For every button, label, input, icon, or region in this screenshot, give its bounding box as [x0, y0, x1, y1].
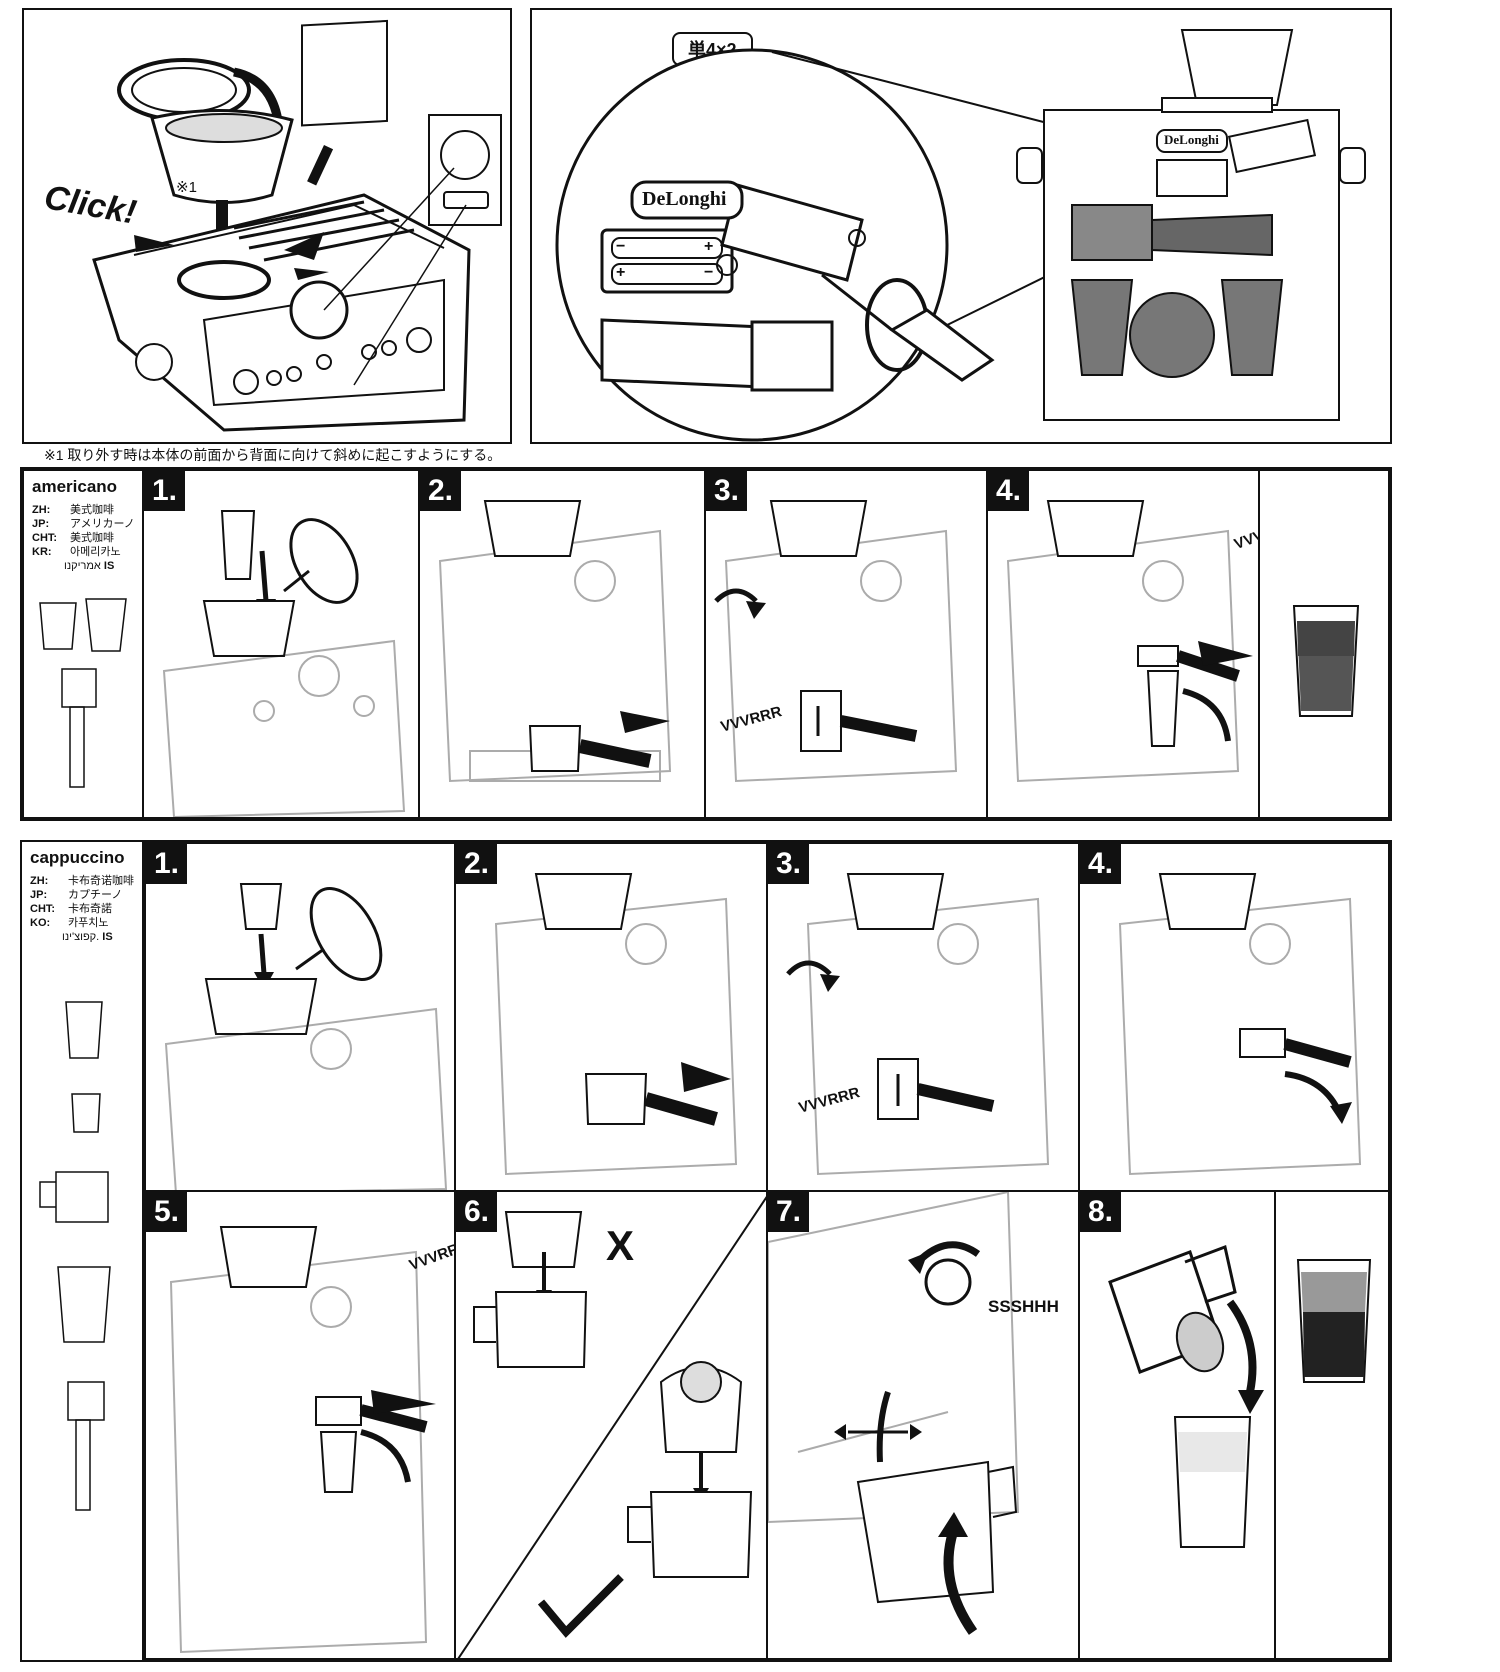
cappuccino-step-4: 4. — [1078, 842, 1390, 1192]
americano-step-3: 3. VVVRRR — [706, 471, 988, 817]
lang-text: אמריקנו — [64, 560, 101, 572]
step-number: 3. — [706, 471, 748, 511]
install-grinder-panel: Click! ※1 — [22, 8, 512, 444]
lang-text: アメリカーノ — [70, 518, 135, 530]
cappuccino-step-6: 6. X — [454, 1190, 768, 1660]
lang-code: ZH: — [32, 504, 51, 516]
lang-code: CHT: — [32, 532, 58, 544]
cappuccino-step-7: 7. SSSHHH — [766, 1190, 1080, 1660]
sfx-steam: SSSHHH — [988, 1297, 1059, 1316]
americano-step-4: 4. VVVRRR — [988, 471, 1260, 817]
step-number: 2. — [420, 471, 462, 511]
lang-text: 美式咖啡 — [70, 504, 114, 516]
battery-plus-sign-2: + — [616, 264, 626, 281]
lang-code: IS — [102, 931, 113, 943]
brand-logo: DeLonghi — [642, 188, 727, 210]
cappuccino-equipment-icons — [39, 1001, 111, 1511]
grinder-install-illustration — [92, 19, 502, 432]
americano-sidebar: americano ZH: 美式咖啡 JP: アメリカーノ CHT: 美式咖啡 KR:… — [24, 471, 144, 817]
cappuccino-sidebar: cappuccino ZH: 卡布奇诺咖啡 JP: カプチーノ CHT: 卡布奇諾 K… — [22, 842, 144, 1660]
step-2-illustration — [438, 500, 672, 783]
step-number: 2. — [456, 844, 498, 884]
americano-lang-cht: CHT: 美式咖啡 — [32, 531, 114, 545]
footnote: ※1 取り外す時は本体の前面から背面に向けて斜めに起こすようにする。 — [44, 447, 502, 463]
americano-result — [1260, 471, 1388, 817]
step-1-illustration — [162, 510, 406, 817]
reference-mark: ※1 — [176, 179, 197, 196]
step-5-illustration — [169, 1226, 436, 1654]
step-8-illustration — [1108, 1244, 1264, 1548]
lang-code: KR: — [32, 546, 52, 558]
lang-text: 美式咖啡 — [70, 532, 114, 544]
step-2-illustration — [494, 873, 738, 1176]
cappuccino-step-8: 8. — [1078, 1190, 1276, 1660]
americano-cup-result — [1292, 605, 1360, 717]
cappuccino-result — [1274, 1190, 1390, 1660]
step-4-illustration — [1006, 500, 1253, 783]
step-6-illustration — [457, 1196, 766, 1658]
step-number: 1. — [146, 844, 188, 884]
cappuccino-step-5: 5. VVVRRR — [144, 1190, 456, 1660]
step-number: 7. — [768, 1192, 810, 1232]
step-number: 1. — [144, 471, 186, 511]
lang-text: 아메리카노 — [70, 546, 121, 558]
lang-text: קפוצ'ינו. — [62, 931, 100, 943]
cappuccino-lang-jp: JP: カプチーノ — [30, 888, 122, 902]
lang-code: ZH: — [30, 875, 49, 887]
step-number: 4. — [1080, 844, 1122, 884]
brand-logo-small: DeLonghi — [1164, 132, 1219, 147]
lang-code: IS — [103, 560, 115, 572]
lang-text: 卡布奇諾 — [68, 903, 112, 915]
cappuccino-step-1: 1. — [144, 842, 456, 1192]
lang-code: KO: — [30, 917, 51, 929]
lang-code: JP: — [30, 889, 48, 901]
step-3-illustration — [714, 500, 958, 783]
battery-panel: 単4×2 DeLonghi DeLong — [530, 8, 1392, 444]
cappuccino-step-3: 3. VVVRRR — [766, 842, 1080, 1192]
cappuccino-lang-cht: CHT: 卡布奇諾 — [30, 902, 112, 916]
step-4-illustration — [1118, 873, 1362, 1176]
lang-text: 카푸치노 — [68, 917, 109, 929]
cappuccino-title: cappuccino — [30, 848, 125, 867]
step-number: 8. — [1080, 1192, 1122, 1232]
lang-code: JP: — [32, 518, 50, 530]
americano-lang-is: אמריקנו IS — [64, 559, 114, 573]
lang-text: カプチーノ — [68, 889, 123, 901]
americano-section: americano ZH: 美式咖啡 JP: アメリカーノ CHT: 美式咖啡 KR:… — [20, 467, 1392, 821]
step-1-illustration — [164, 883, 448, 1190]
step-number: 3. — [768, 844, 810, 884]
battery-plus-sign: + — [704, 238, 714, 255]
wrong-mark: X — [606, 1222, 635, 1269]
americano-lang-jp: JP: アメリカーノ — [32, 517, 135, 531]
step-number: 5. — [146, 1192, 188, 1232]
step-7-illustration — [768, 1192, 1020, 1635]
battery-minus-sign-2: − — [704, 264, 714, 281]
battery-illustration — [555, 29, 1366, 442]
step-number: 6. — [456, 1192, 498, 1232]
battery-minus-sign: − — [616, 238, 626, 255]
step-number: 4. — [988, 471, 1030, 511]
americano-lang-zh: ZH: 美式咖啡 — [32, 503, 114, 517]
americano-step-1: 1. — [144, 471, 420, 817]
americano-step-2: 2. — [420, 471, 706, 817]
cappuccino-section: cappuccino ZH: 卡布奇诺咖啡 JP: カプチーノ CHT: 卡布奇諾 K… — [20, 840, 1392, 1662]
lang-text: 卡布奇诺咖啡 — [68, 875, 134, 887]
americano-lang-kr: KR: 아메리카노 — [32, 545, 121, 559]
cappuccino-lang-is: קפוצ'ינו. IS — [62, 930, 113, 944]
americano-title: americano — [32, 477, 118, 496]
cappuccino-lang-zh: ZH: 卡布奇诺咖啡 — [30, 874, 134, 888]
step-3-illustration — [786, 873, 1050, 1176]
cappuccino-cup-result — [1296, 1259, 1372, 1383]
americano-equipment-icons — [39, 598, 127, 788]
cappuccino-lang-ko: KO: 카푸치노 — [30, 916, 108, 930]
lang-code: CHT: — [30, 903, 56, 915]
cappuccino-step-2: 2. — [454, 842, 768, 1192]
